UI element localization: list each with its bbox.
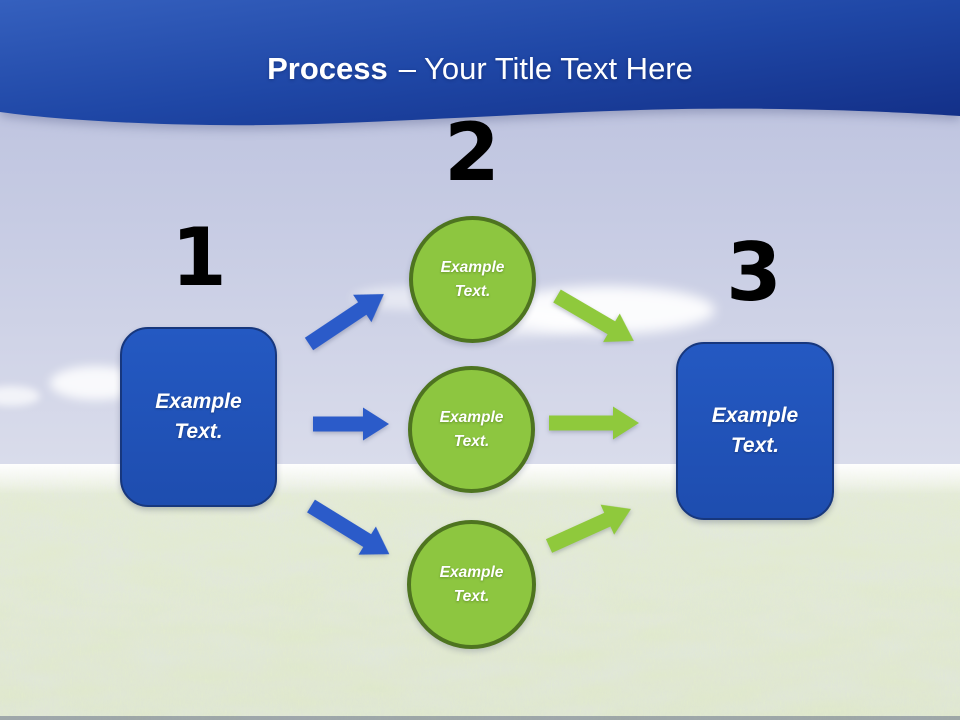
circle-top-label-line2: Text. (454, 282, 491, 300)
step1-box-label-line2: Text. (174, 420, 223, 443)
step2-circle-middle: Example Text. (408, 366, 535, 493)
step2-circle-top: Example Text. (409, 216, 536, 343)
title-emphasis: Process (267, 51, 388, 86)
step1-box-label-line1: Example (155, 389, 242, 413)
step3-box: Example Text. (676, 342, 834, 520)
step-number-2: 2 (444, 106, 500, 199)
arrow-blue-middle-icon (313, 407, 389, 441)
circle-middle-label-line1: Example (439, 409, 504, 427)
cloud (0, 386, 40, 406)
step1-box: Example Text. (120, 327, 277, 507)
circle-middle-label-line2: Text. (453, 432, 490, 450)
arrow-green-middle-icon (549, 406, 639, 440)
title-text: – Your Title Text Here (398, 51, 693, 86)
step-number-1: 1 (171, 211, 227, 304)
step-number-3: 3 (726, 226, 782, 319)
header-wave-band (0, 0, 960, 126)
step3-box-label-line2: Text. (730, 434, 780, 457)
circle-top-label-line1: Example (440, 259, 505, 277)
slide-title: Process – Your Title Text Here (0, 51, 960, 86)
circle-bottom-label-line1: Example (439, 564, 504, 582)
step2-circle-bottom: Example Text. (407, 520, 536, 649)
arrow-blue-top-icon (304, 294, 384, 351)
arrow-green-top-icon (553, 289, 634, 343)
circle-bottom-label-line2: Text. (453, 587, 490, 605)
step3-box-label-line1: Example (711, 403, 799, 427)
slide-bottom-edge (0, 716, 960, 720)
